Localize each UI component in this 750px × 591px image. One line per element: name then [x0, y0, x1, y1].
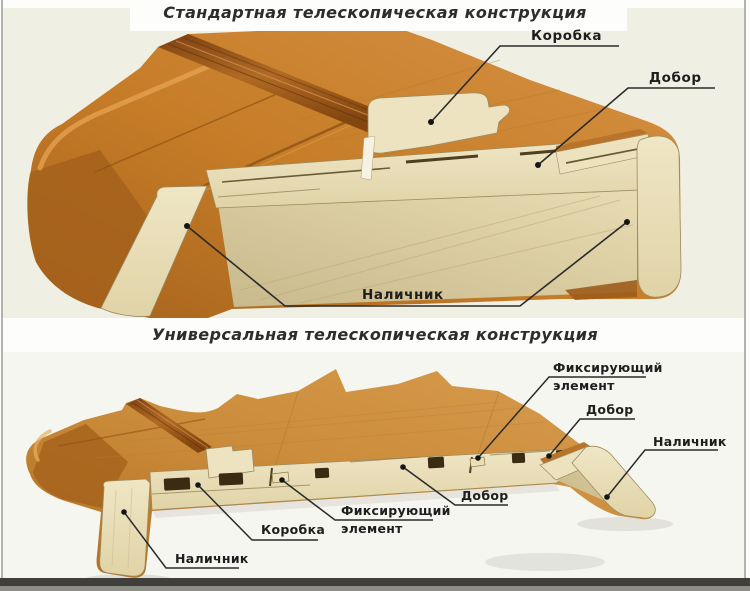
standard-casing-cut-right-leg: [636, 135, 682, 298]
leader-dobor: [537, 87, 715, 166]
shadow-right: [577, 517, 673, 531]
universal-leader-dots: [121, 453, 610, 515]
bottom-dark-bar: [0, 578, 750, 586]
leader-korobka: [430, 45, 619, 123]
universal-leader-lines: [123, 376, 718, 569]
standard-construction-drawing: [27, 26, 715, 318]
standard-bottom-wood-strip: [565, 280, 637, 300]
standard-casing-wood-sliver: [556, 129, 648, 153]
title-band: [130, 0, 627, 31]
band-groove-2: [405, 154, 479, 164]
leader-korobka: [197, 484, 318, 541]
label-nalichnik-right: Наличник: [653, 434, 727, 449]
label-nalichnik-standard: Наличник: [362, 287, 444, 303]
right-border-line: [744, 0, 746, 591]
label-korobka-universal: Коробка: [261, 522, 326, 537]
label-dobor-standard: Добор: [649, 70, 702, 86]
dot-korobka: [428, 119, 434, 125]
dot-nalichnik-left: [184, 223, 190, 229]
standard-korobka-block: [367, 92, 510, 154]
standard-molding-strip: [158, 34, 400, 134]
universal-title: Универсальная телескопическая конструкци…: [151, 325, 599, 344]
leader-fixing-center: [281, 479, 433, 521]
left-border-line: [1, 0, 3, 591]
universal-molding-strip: [126, 398, 212, 453]
universal-casing-crease: [57, 418, 206, 447]
universal-casing-cut-right-leg: [571, 445, 656, 519]
board-seams: [273, 391, 500, 471]
label-dobor-center: Добор: [461, 488, 509, 503]
band-drop-shadow: [152, 484, 560, 518]
leader-nalichnik-left: [123, 511, 239, 569]
leader-nalichnik: [186, 221, 628, 307]
casing-step-crease-1: [94, 83, 301, 173]
leader-dobor-right: [548, 418, 635, 457]
leader-dobor-center: [402, 466, 508, 506]
left-leg-grain: [111, 487, 133, 569]
label-fixing-element-top: Фиксирующий элемент: [553, 360, 663, 393]
casing-edge-highlight: [37, 52, 238, 171]
universal-casing-highlight: [33, 429, 52, 462]
standard-korobka-slot: [360, 135, 376, 181]
label-dobor-right: Добор: [586, 402, 634, 417]
smudge: [485, 553, 605, 571]
label-korobka-standard: Коробка: [531, 28, 603, 44]
universal-construction-drawing: [26, 369, 718, 586]
standard-casing-cut-left: [100, 185, 208, 317]
dot-nalichnik-right: [624, 219, 630, 225]
leader-fixing-top: [477, 376, 646, 459]
universal-casing-cut-left: [99, 478, 151, 577]
label-fixing-element-center: Фиксирующий элемент: [341, 503, 451, 536]
underside-grain: [239, 195, 634, 304]
universal-band-groove-1: [151, 484, 311, 495]
standard-leader-dots: [184, 119, 630, 229]
dot-dobor: [535, 162, 541, 168]
right-casing-groove: [565, 148, 639, 164]
standard-leader-lines: [186, 45, 715, 307]
label-nalichnik-left: Наличник: [175, 551, 249, 566]
leader-nalichnik-right: [606, 449, 718, 498]
universal-casing-wood-sliver: [540, 442, 590, 464]
band-groove-4: [217, 188, 321, 198]
universal-korobka-block: [205, 445, 255, 479]
bottom-grey-bar: [0, 586, 750, 591]
standard-title: Стандартная телескопическая конструкция: [163, 3, 587, 22]
